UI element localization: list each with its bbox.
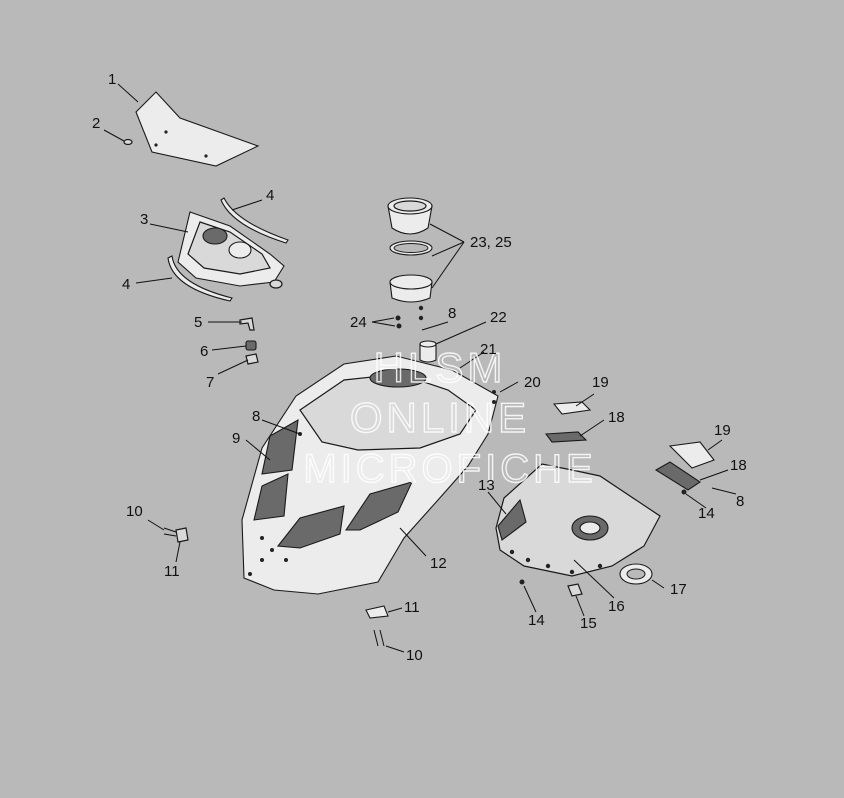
- adjuster-spring-part[interactable]: [245, 340, 257, 351]
- watermark-line-2: ONLINE: [350, 394, 530, 441]
- callout-24: 24: [350, 314, 367, 331]
- belly-pan-screw-part[interactable]: [519, 489, 687, 585]
- callout-14b: 14: [528, 612, 545, 629]
- callout-18a: 18: [608, 409, 625, 426]
- callout-17: 17: [670, 581, 687, 598]
- callout-5: 5: [194, 314, 202, 331]
- callout-8a: 8: [448, 305, 456, 322]
- callout-16: 16: [608, 598, 625, 615]
- callout-20: 20: [524, 374, 541, 391]
- windshield-part[interactable]: [135, 91, 260, 167]
- callout-10a: 10: [126, 503, 143, 520]
- callout-22: 22: [490, 309, 507, 326]
- belly-pan-part[interactable]: [495, 463, 661, 577]
- callout-12: 12: [430, 555, 447, 572]
- clip-part[interactable]: [567, 583, 583, 597]
- callout-19b: 19: [714, 422, 731, 439]
- gauge-bezel-part[interactable]: [387, 197, 433, 235]
- callout-13: 13: [478, 477, 495, 494]
- callout-21: 21: [480, 341, 497, 358]
- callout-4b: 4: [122, 276, 130, 293]
- vent-pad-lower-part[interactable]: [654, 461, 701, 491]
- callout-9: 9: [232, 430, 240, 447]
- callout-7: 7: [206, 374, 214, 391]
- callout-23-25: 23, 25: [470, 234, 512, 251]
- gauge-ring-part[interactable]: [389, 240, 433, 256]
- adjuster-clip-part[interactable]: [245, 353, 259, 365]
- callout-6: 6: [200, 343, 208, 360]
- leader-lines: [103, 83, 737, 653]
- headlight-seal-lower-part[interactable]: [167, 255, 233, 302]
- callout-19a: 19: [592, 374, 609, 391]
- callout-8c: 8: [736, 493, 744, 510]
- callout-10b: 10: [406, 647, 423, 664]
- adjuster-screw-part[interactable]: [239, 317, 255, 331]
- watermark-line-3: MICROFICHE: [303, 447, 596, 491]
- callout-8b: 8: [252, 408, 260, 425]
- callout-2: 2: [92, 115, 100, 132]
- foam-block-lower-part[interactable]: [668, 441, 715, 469]
- callout-labels: 1 2 3 4 4 5 6 7 23, 25 24 8 22 21 20 8 9…: [92, 71, 747, 664]
- callout-4a: 4: [266, 187, 274, 204]
- grommet-part[interactable]: [619, 563, 653, 585]
- watermark-line-1: HLSM: [374, 344, 507, 391]
- hood-part[interactable]: [241, 355, 499, 595]
- vent-pad-upper-part[interactable]: [544, 431, 588, 443]
- foam-block-upper-part[interactable]: [552, 401, 592, 415]
- gauge-housing-part[interactable]: [389, 274, 433, 303]
- fastener-lower-part[interactable]: [365, 605, 389, 647]
- windshield-screw-part[interactable]: [123, 138, 133, 146]
- callout-15: 15: [580, 615, 597, 632]
- small-screws-part[interactable]: [395, 305, 424, 329]
- callout-11b: 11: [404, 599, 420, 616]
- callout-18b: 18: [730, 457, 747, 474]
- callout-14a: 14: [698, 505, 715, 522]
- headlight-assembly-part[interactable]: [177, 211, 285, 289]
- headlight-seal-upper-part[interactable]: [220, 197, 289, 244]
- callout-3: 3: [140, 211, 148, 228]
- fastener-upper-part[interactable]: [163, 527, 189, 543]
- callout-1: 1: [108, 71, 116, 88]
- callout-11a: 11: [164, 563, 180, 580]
- watermark: HLSM ONLINE MICROFICHE: [303, 343, 596, 491]
